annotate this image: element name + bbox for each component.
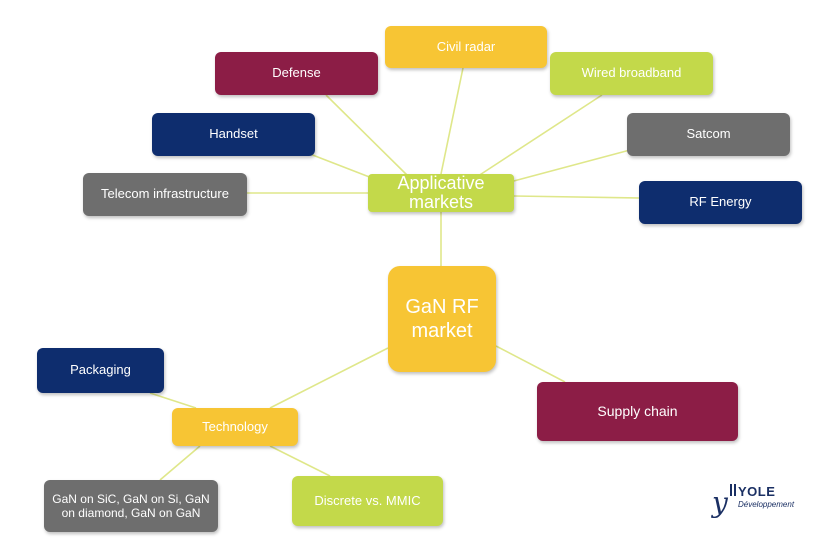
connector-satcom <box>509 149 631 183</box>
node-label: GaN RF market <box>405 296 479 342</box>
node-label: Technology <box>202 418 268 434</box>
node-label: GaN on SiC, GaN on Si, GaN on diamond, G… <box>52 491 210 520</box>
connector-rfenergy <box>513 195 640 199</box>
connector-discrete <box>269 445 331 477</box>
connector-civil <box>440 67 464 175</box>
logo-letter: y <box>712 486 728 519</box>
node-label: Packaging <box>70 362 131 378</box>
node-supply-chain: Supply chain <box>537 382 738 441</box>
node-applicative-markets: Applicative markets <box>368 174 514 212</box>
node-wired-broadband: Wired broadband <box>550 52 713 95</box>
connector-defense <box>325 94 411 179</box>
node-handset: Handset <box>152 113 315 156</box>
logo-subtitle: Développement <box>738 500 795 509</box>
node-label: Satcom <box>686 126 731 142</box>
connector-center-technology <box>269 347 389 409</box>
node-packaging: Packaging <box>37 348 164 393</box>
connector-substrates <box>159 445 201 481</box>
node-label: RF Energy <box>689 194 752 210</box>
connector-center-supply <box>495 345 566 383</box>
node-label: Telecom infrastructure <box>101 186 229 202</box>
node-label: Wired broadband <box>581 65 682 81</box>
node-center-gan-rf-market: GaN RF market <box>388 266 496 372</box>
node-defense: Defense <box>215 52 378 95</box>
node-civil-radar: Civil radar <box>385 26 547 68</box>
node-label: Applicative markets <box>397 173 485 212</box>
node-label: Civil radar <box>436 38 496 54</box>
node-label: Defense <box>272 65 321 81</box>
node-technology: Technology <box>172 408 298 446</box>
connector-handset <box>309 153 373 179</box>
node-label: Handset <box>209 126 258 142</box>
node-telecom-infrastructure: Telecom infrastructure <box>83 173 247 216</box>
node-label: Discrete vs. MMIC <box>314 492 421 508</box>
node-satcom: Satcom <box>627 113 790 156</box>
yole-logo: y YOLE Développement <box>712 478 795 520</box>
logo-word: YOLE <box>738 484 776 499</box>
connector-packaging <box>149 392 197 409</box>
node-rf-energy: RF Energy <box>639 181 802 224</box>
node-discrete-vs-mmic: Discrete vs. MMIC <box>292 476 443 526</box>
logo-bars-icon <box>730 484 736 496</box>
node-label: Supply chain <box>597 402 678 419</box>
node-gan-substrates: GaN on SiC, GaN on Si, GaN on diamond, G… <box>44 480 218 532</box>
connector-wired <box>471 94 603 181</box>
